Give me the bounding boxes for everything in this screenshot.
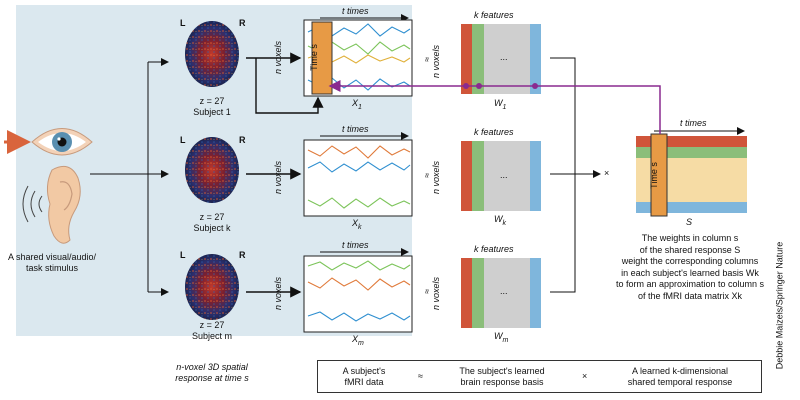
subject-label: Subject k <box>193 223 231 233</box>
data-matrix-xm <box>303 255 413 333</box>
time-axis-arrows <box>320 14 745 256</box>
data-matrix-xk <box>303 139 413 217</box>
voxel-axis-label: n voxels <box>431 44 442 79</box>
time-axis-label: t times <box>342 124 369 134</box>
explanation-text: The weights in column s of the shared re… <box>615 233 765 301</box>
time-axis-label: t times <box>342 6 369 16</box>
basis-to-product-lines <box>550 57 601 293</box>
times-symbol: × <box>604 168 610 178</box>
brain-left-label: L <box>180 18 186 28</box>
brain-image <box>185 137 239 203</box>
basis-matrix-wk <box>461 141 541 211</box>
time-axis-label: t times <box>680 118 707 128</box>
brain-to-data-arrows <box>246 52 324 298</box>
basis-matrix-name: Wm <box>494 331 509 344</box>
data-matrix-name: X1 <box>352 98 362 111</box>
sound-waves-icon <box>22 185 43 223</box>
brain-image <box>185 254 239 320</box>
legend-basis-label: The subject's learned brain response bas… <box>459 366 545 387</box>
features-label: k features <box>474 10 514 20</box>
eye-icon <box>31 128 93 156</box>
voxel-axis-label: n voxels <box>431 160 442 195</box>
features-label: k features <box>474 244 514 254</box>
ear-icon <box>46 165 81 244</box>
basis-ellipsis: ... <box>500 170 508 180</box>
brain-left-label: L <box>180 135 186 145</box>
features-label: k features <box>474 127 514 137</box>
basis-matrix-name: W1 <box>494 98 507 111</box>
voxel-axis-label: n voxels <box>273 276 284 311</box>
time-axis-label: t times <box>342 240 369 250</box>
brain-z-label: z = 27 <box>199 96 225 106</box>
brain-right-label: R <box>239 135 246 145</box>
legend-times-symbol: × <box>582 371 588 381</box>
weighting-path <box>328 80 661 134</box>
voxel-axis-label: n voxels <box>273 160 284 195</box>
time-s-label: Time s <box>648 162 659 189</box>
legend-shared-label: A learned k-dimensional shared temporal … <box>627 366 733 387</box>
subject-label: Subject m <box>191 331 233 341</box>
data-matrix-name: Xm <box>352 334 364 347</box>
time-s-label: Time s <box>308 44 319 71</box>
branch-arrows <box>90 58 169 296</box>
shared-response-name: S <box>686 217 693 227</box>
equation-legend: A subject's fMRI data ≈ The subject's le… <box>317 360 762 393</box>
brain-right-label: R <box>239 250 246 260</box>
basis-matrix-wm <box>461 258 541 328</box>
brain-left-label: L <box>180 250 186 260</box>
bottom-caption: n-voxel 3D spatial response at time s <box>175 362 249 383</box>
basis-matrix-name: Wk <box>494 214 506 227</box>
basis-ellipsis: ... <box>500 52 508 62</box>
voxel-axis-label: n voxels <box>273 40 284 75</box>
legend-data-label: A subject's fMRI data <box>342 366 386 387</box>
legend-approx-symbol: ≈ <box>418 371 423 381</box>
brain-z-label: z = 27 <box>199 212 225 222</box>
voxel-axis-label: n voxels <box>431 276 442 311</box>
time-column-highlight <box>650 133 668 217</box>
basis-ellipsis: ... <box>500 286 508 296</box>
shared-response-matrix <box>636 133 747 217</box>
subject-label: Subject 1 <box>193 107 231 117</box>
image-credit: Debbie Maizels/Springer Nature <box>774 241 785 370</box>
data-matrix-x1 <box>303 19 413 97</box>
brain-image <box>185 21 239 87</box>
data-matrix-name: Xk <box>352 218 362 231</box>
brain-z-label: z = 27 <box>199 320 225 330</box>
stimulus-label: A shared visual/audio/ task stimulus <box>7 252 97 273</box>
brain-right-label: R <box>239 18 246 28</box>
basis-matrix-w1 <box>461 24 541 94</box>
weighting-dots <box>463 83 538 89</box>
time-column-highlight <box>311 21 333 95</box>
